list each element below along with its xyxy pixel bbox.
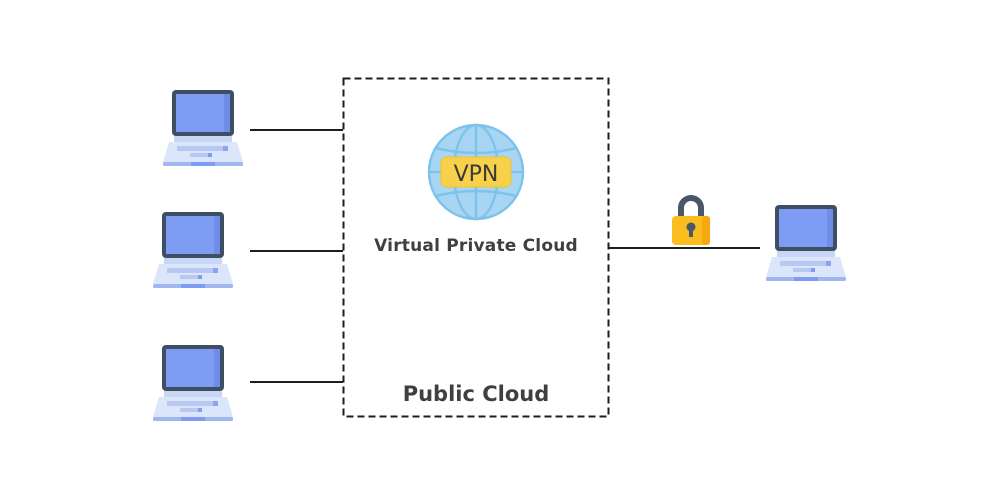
lock-icon (672, 195, 710, 245)
vpn-globe-icon: VPN (427, 123, 525, 221)
public-cloud-boundary (342, 77, 610, 418)
public-cloud-label: Public Cloud (402, 382, 550, 406)
remote-laptop-icon (766, 205, 846, 281)
laptop-icon-1 (163, 90, 243, 166)
virtual-private-cloud-label: Virtual Private Cloud (374, 236, 578, 256)
laptop-icon-2 (153, 212, 233, 288)
vpn-badge (440, 156, 512, 188)
laptop-icon-3 (153, 345, 233, 421)
vpn-badge-text: VPN (454, 162, 499, 187)
